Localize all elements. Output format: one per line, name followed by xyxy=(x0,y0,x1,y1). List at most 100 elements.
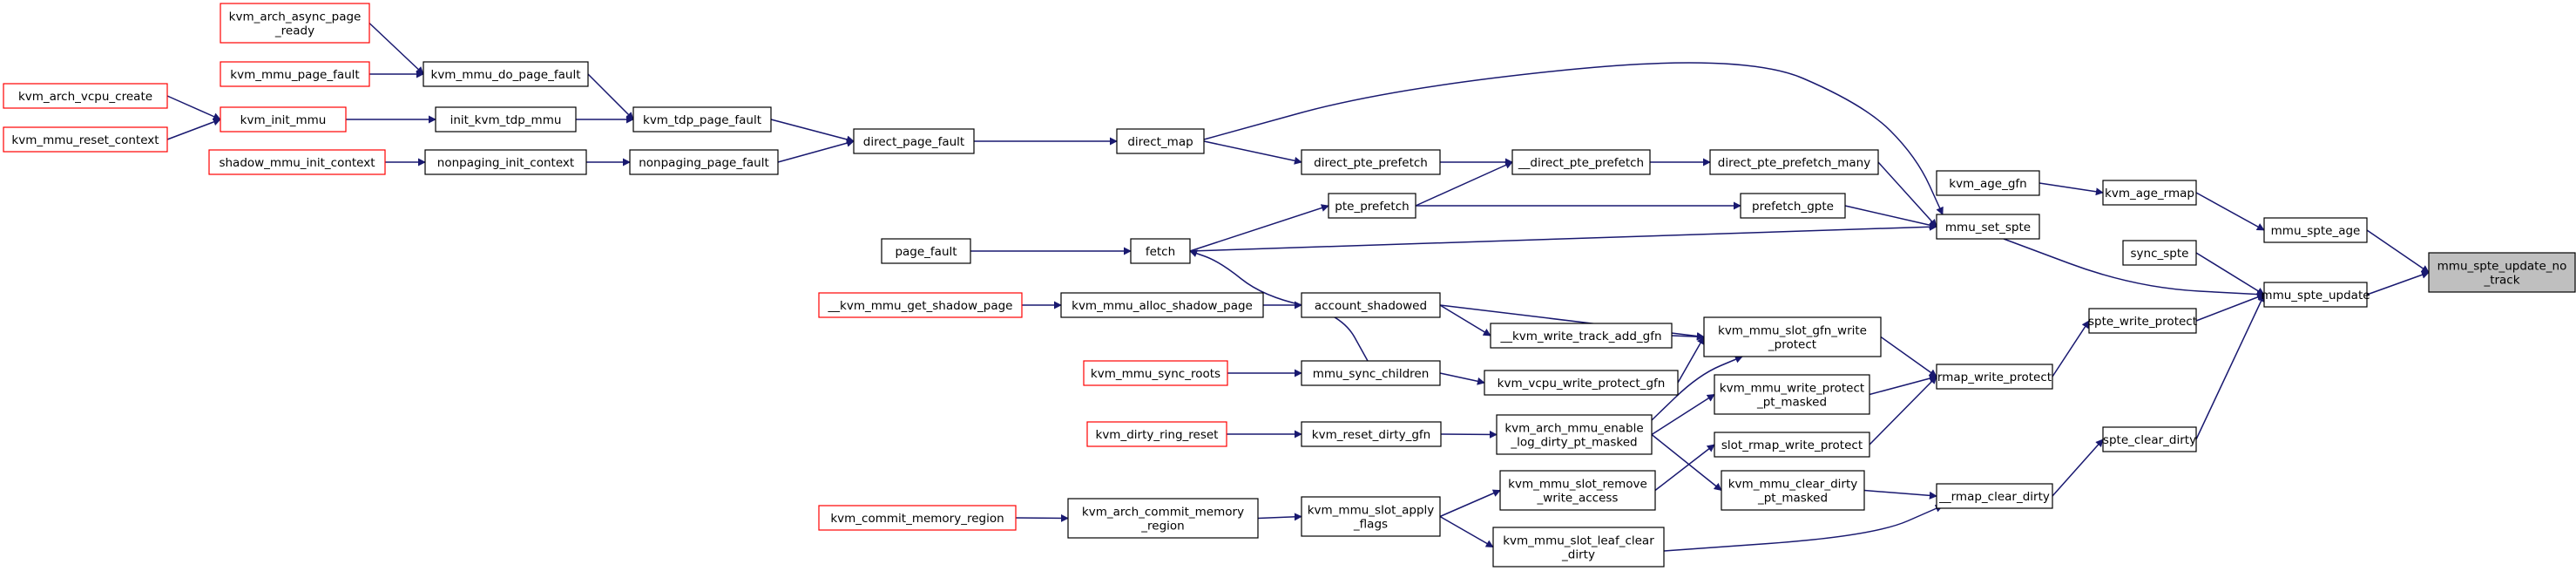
node-kvm_mmu_write_protect_pt_masked[interactable]: kvm_mmu_write_protect_pt_masked xyxy=(1714,374,1870,415)
node-label: kvm_mmu_slot_gfn_write xyxy=(1718,324,1867,338)
node-box xyxy=(818,292,1023,318)
edge-kvm_mmu_slot_leaf_clear_dirty-to-rmap_clear_dirty xyxy=(1663,505,1944,552)
node-pte_prefetch[interactable]: pte_prefetch xyxy=(1328,193,1416,219)
edge-account_shadowed-to-kvm_write_track_add_gfn xyxy=(1439,304,1491,336)
node-label: nonpaging_init_context xyxy=(437,156,574,170)
edge-rmap_write_protect-to-spte_write_protect xyxy=(2052,320,2090,377)
node-label: kvm_dirty_ring_reset xyxy=(1096,428,1219,442)
node-box xyxy=(1496,414,1653,455)
node-nonpaging_page_fault[interactable]: nonpaging_page_fault xyxy=(629,149,779,175)
node-label: fetch xyxy=(1146,245,1175,259)
node-label: _region xyxy=(1140,520,1184,534)
edge-kvm_mmu_slot_apply_flags-to-kvm_mmu_slot_remove_write_access xyxy=(1439,489,1501,518)
node-kvm_vcpu_write_protect_gfn[interactable]: kvm_vcpu_write_protect_gfn xyxy=(1484,370,1679,396)
node-box xyxy=(853,128,975,154)
node-slot_rmap_write_protect[interactable]: slot_rmap_write_protect xyxy=(1714,432,1870,458)
node-direct_pte_prefetch_many[interactable]: direct_pte_prefetch_many xyxy=(1709,149,1879,175)
node-label: mmu_sync_children xyxy=(1313,367,1430,381)
node-kvm_mmu_page_fault[interactable]: kvm_mmu_page_fault xyxy=(220,61,370,87)
node-kvm_mmu_clear_dirty_pt_masked[interactable]: kvm_mmu_clear_dirty_pt_masked xyxy=(1721,470,1865,511)
node-kvm_tdp_page_fault[interactable]: kvm_tdp_page_fault xyxy=(632,106,772,133)
node-kvm_init_mmu[interactable]: kvm_init_mmu xyxy=(220,106,347,133)
node-box xyxy=(1083,360,1228,386)
node-box xyxy=(1328,193,1416,219)
node-kvm_mmu_alloc_shadow_page[interactable]: kvm_mmu_alloc_shadow_page xyxy=(1060,292,1264,318)
node-fetch[interactable]: fetch xyxy=(1130,238,1191,264)
node-box xyxy=(1740,193,1846,219)
node-kvm_mmu_slot_leaf_clear_dirty[interactable]: kvm_mmu_slot_leaf_clear_dirty xyxy=(1492,527,1665,568)
node-kvm_dirty_ring_reset[interactable]: kvm_dirty_ring_reset xyxy=(1086,421,1227,447)
node-kvm_mmu_slot_gfn_write_protect[interactable]: kvm_mmu_slot_gfn_write_protect xyxy=(1703,316,1882,357)
node-kvm_commit_memory_region[interactable]: kvm_commit_memory_region xyxy=(818,505,1017,531)
node-nonpaging_init_context[interactable]: nonpaging_init_context xyxy=(424,149,587,175)
node-box xyxy=(220,106,347,133)
node-mmu_set_spte[interactable]: mmu_set_spte xyxy=(1936,214,2040,240)
node-label: mmu_set_spte xyxy=(1945,221,2031,235)
node-mmu_spte_age[interactable]: mmu_spte_age xyxy=(2263,217,2368,243)
node-kvm_mmu_reset_context[interactable]: kvm_mmu_reset_context xyxy=(3,126,168,153)
edge-spte_clear_dirty-to-mmu_spte_update xyxy=(2195,294,2265,440)
node-direct_page_fault[interactable]: direct_page_fault xyxy=(853,128,975,154)
node-label: spte_write_protect xyxy=(2088,315,2197,329)
node-root: mmu_spte_update_no_track xyxy=(2428,252,2576,293)
node-init_kvm_tdp_mmu[interactable]: init_kvm_tdp_mmu xyxy=(435,106,577,133)
edge-kvm_arch_mmu_enable_log_dirty_pt_masked-to-kvm_mmu_write_protect_pt_masked xyxy=(1651,393,1715,436)
node-box xyxy=(423,61,589,87)
node-kvm_arch_mmu_enable_log_dirty_pt_masked[interactable]: kvm_arch_mmu_enable_log_dirty_pt_masked xyxy=(1496,414,1653,455)
node-mmu_sync_children[interactable]: mmu_sync_children xyxy=(1301,360,1441,386)
node-kvm_mmu_slot_remove_write_access[interactable]: kvm_mmu_slot_remove_write_access xyxy=(1499,470,1656,511)
node-page_fault[interactable]: page_fault xyxy=(881,238,971,264)
edge-kvm_arch_async_page_ready-to-kvm_mmu_do_page_fault xyxy=(368,22,424,75)
node-box xyxy=(1130,238,1191,264)
node-box xyxy=(881,238,971,264)
edge-kvm_mmu_clear_dirty_pt_masked-to-rmap_clear_dirty xyxy=(1863,489,1937,500)
node-box xyxy=(818,505,1017,531)
node-label: kvm_mmu_page_fault xyxy=(230,68,359,82)
node-label: kvm_vcpu_write_protect_gfn xyxy=(1498,377,1666,391)
node-label: __direct_pte_prefetch xyxy=(1518,156,1644,170)
node-kvm_age_rmap[interactable]: kvm_age_rmap xyxy=(2102,180,2197,206)
node-box xyxy=(1936,214,2040,240)
node-box xyxy=(3,126,168,153)
node-box xyxy=(1714,374,1870,415)
node-spte_write_protect[interactable]: spte_write_protect xyxy=(2088,308,2197,334)
edge-direct_map-to-mmu_set_spte xyxy=(1203,62,1944,215)
edge-nonpaging_page_fault-to-direct_page_fault xyxy=(777,139,855,163)
node-kvm_mmu_get_shadow_page[interactable]: __kvm_mmu_get_shadow_page xyxy=(818,292,1023,318)
node-box xyxy=(3,83,168,109)
node-kvm_mmu_sync_roots[interactable]: kvm_mmu_sync_roots xyxy=(1083,360,1228,386)
node-kvm_mmu_slot_apply_flags[interactable]: kvm_mmu_slot_apply_flags xyxy=(1301,496,1441,537)
edge-mmu_sync_children-to-kvm_vcpu_write_protect_gfn xyxy=(1439,372,1485,385)
node-box xyxy=(1116,128,1205,154)
node-kvm_mmu_do_page_fault[interactable]: kvm_mmu_do_page_fault xyxy=(423,61,589,87)
node-label: _protect xyxy=(1768,338,1816,352)
node-direct_map[interactable]: direct_map xyxy=(1116,128,1205,154)
node-label: _dirty xyxy=(1561,548,1595,562)
node-kvm_arch_commit_memory_region[interactable]: kvm_arch_commit_memory_region xyxy=(1067,498,1259,539)
node-label: account_shadowed xyxy=(1315,299,1427,313)
node-direct_pte_prefetch_2[interactable]: __direct_pte_prefetch xyxy=(1511,149,1651,175)
node-direct_pte_prefetch[interactable]: direct_pte_prefetch xyxy=(1301,149,1441,175)
node-kvm_write_track_add_gfn[interactable]: __kvm_write_track_add_gfn xyxy=(1490,323,1673,349)
node-kvm_age_gfn[interactable]: kvm_age_gfn xyxy=(1936,170,2040,196)
node-kvm_arch_async_page_ready[interactable]: kvm_arch_async_page_ready xyxy=(220,3,370,44)
node-kvm_arch_vcpu_create[interactable]: kvm_arch_vcpu_create xyxy=(3,83,168,109)
edge-kvm_mmu_do_page_fault-to-kvm_tdp_page_fault xyxy=(587,73,634,120)
node-label: mmu_spte_age xyxy=(2271,224,2361,238)
node-prefetch_gpte[interactable]: prefetch_gpte xyxy=(1740,193,1846,219)
node-rmap_write_protect[interactable]: rmap_write_protect xyxy=(1936,364,2053,390)
node-spte_clear_dirty[interactable]: spte_clear_dirty xyxy=(2102,426,2197,452)
node-kvm_reset_dirty_gfn[interactable]: kvm_reset_dirty_gfn xyxy=(1301,421,1442,447)
node-label: _flags xyxy=(1353,518,1388,532)
node-box xyxy=(220,61,370,87)
node-label: __rmap_clear_dirty xyxy=(1938,490,2050,504)
node-mmu_spte_update[interactable]: mmu_spte_update xyxy=(2261,282,2370,308)
node-rmap_clear_dirty[interactable]: __rmap_clear_dirty xyxy=(1936,483,2053,509)
node-label: nonpaging_page_fault xyxy=(639,156,769,170)
node-account_shadowed[interactable]: account_shadowed xyxy=(1301,292,1441,318)
node-box xyxy=(1936,364,2053,390)
node-shadow_mmu_init_context[interactable]: shadow_mmu_init_context xyxy=(208,149,386,175)
edge-rmap_clear_dirty-to-spte_clear_dirty xyxy=(2052,438,2104,497)
node-sync_spte[interactable]: sync_spte xyxy=(2122,240,2197,266)
node-label: mmu_spte_update_no xyxy=(2437,260,2567,274)
